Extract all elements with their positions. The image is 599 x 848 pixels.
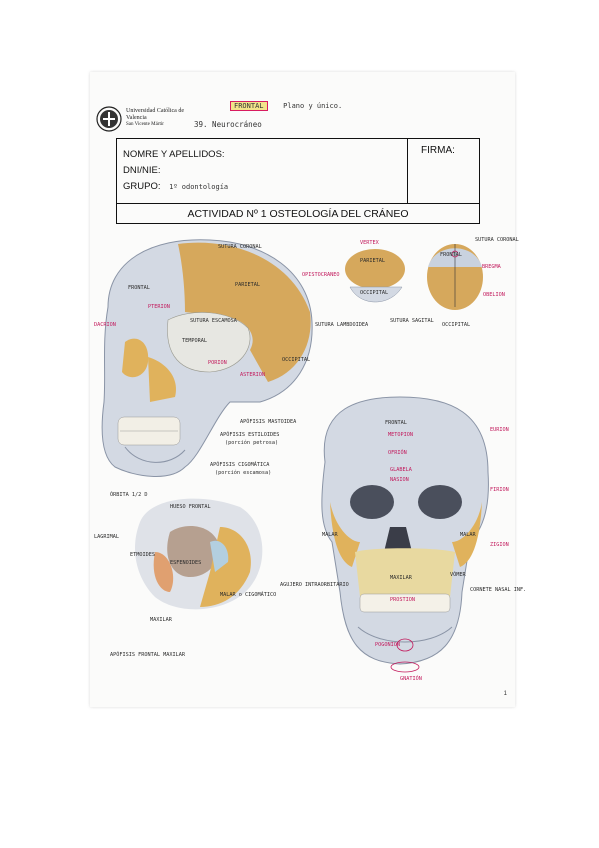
top-note-text: Plano y único. (283, 102, 343, 110)
frontal-skull-illustration (321, 396, 489, 673)
label-pterion: PTERION (148, 304, 170, 310)
label-lacrimal: LAGRIMAL (94, 534, 119, 540)
label-lambdoid-suture: SUTURA LAMBDOIDEA (315, 322, 369, 328)
worksheet-page: Universidad Católica de Valencia San Vic… (90, 72, 526, 707)
label-occipital-top: OCCIPITAL (360, 290, 389, 296)
university-name: Universidad Católica de Valencia San Vic… (126, 108, 186, 129)
label-mastoid-process: APÓFISIS MASTOIDEA (240, 419, 297, 425)
student-info-form: NOMRE Y APELLIDOS: DNI/NIE: GRUPO: 1º od… (116, 138, 480, 224)
label-zigion: ZIGION (490, 542, 509, 548)
label-firion: FIRION (490, 487, 509, 493)
university-title: Universidad Católica de Valencia (126, 108, 184, 121)
label-frontal-post: FRONTAL (440, 252, 462, 258)
dni-label: DNI/NIE: (123, 165, 161, 176)
label-malar-orbit: MALAR o CIGOMÁTICO (220, 592, 277, 598)
label-styloid-process: APÓFISIS ESTILOIDES (220, 432, 280, 438)
label-ofrion: OFRIÓN (388, 450, 407, 456)
label-malar-right: MALAR (460, 532, 476, 538)
label-frontal-bone-orbit: HUESO FRONTAL (170, 504, 211, 510)
label-coronal-suture-post: SUTURA CORONAL (475, 237, 519, 243)
label-glabela: GLABELA (390, 467, 412, 473)
name-label: NOMRE Y APELLIDOS: (123, 149, 225, 160)
label-occipital-lateral: OCCIPITAL (282, 357, 311, 363)
university-campus: San Vicente Mártir (126, 122, 164, 127)
group-label: GRUPO: 1º odontología (123, 181, 228, 192)
university-logo: Universidad Católica de Valencia San Vic… (96, 106, 186, 142)
label-zygomatic-process: APÓFISIS CIGOMÁTICA (210, 462, 270, 468)
skull-illustrations (101, 239, 489, 673)
label-sphenoid: ESFENOIDES (170, 560, 202, 566)
label-vomer: VÓMER (450, 572, 466, 578)
label-gnation: GNATIÓN (400, 676, 422, 682)
label-frontal-lateral: FRONTAL (128, 285, 150, 291)
label-sagittal-suture: SUTURA SAGITAL (390, 318, 434, 324)
label-frontal-process-maxilla: APÓFISIS FRONTAL MAXILAR (110, 652, 185, 658)
label-metopion: METOPION (388, 432, 413, 438)
label-temporal: TEMPORAL (182, 338, 207, 344)
label-inferior-nasal-concha: CORNETE NASAL INF. (470, 587, 527, 593)
label-ethmoid: ETMOIDES (130, 552, 155, 558)
form-info-row: NOMRE Y APELLIDOS: DNI/NIE: GRUPO: 1º od… (117, 139, 479, 204)
label-malar-left: MALAR (322, 532, 338, 538)
label-parietal-top: PARIETAL (360, 258, 385, 264)
label-asterion: ASTERION (240, 372, 265, 378)
label-porion: PORION (208, 360, 227, 366)
label-dacrion: DACRION (94, 322, 116, 328)
label-maxilla-orbit: MAXILAR (150, 617, 172, 623)
label-maxilla-front: MAXILAR (390, 575, 412, 581)
orbit-title: ÓRBITA 1/2 D (110, 492, 148, 498)
student-number: 39. Neurocráneo (194, 120, 262, 129)
top-note-boxed: FRONTAL (230, 101, 268, 111)
label-eurion: EURION (490, 427, 509, 433)
group-label-text: GRUPO: (123, 181, 161, 192)
label-squamous-suture: SUTURA ESCAMOSA (190, 318, 237, 324)
label-infraorbital-foramen: AGUJERO INTRAORBITARIO (280, 582, 349, 588)
university-seal-icon (96, 106, 122, 132)
orbit-illustration (135, 498, 263, 610)
label-prostion: PROSTION (390, 597, 415, 603)
signature-label: FIRMA: (421, 145, 455, 156)
superior-skull-illustration (345, 249, 405, 303)
label-frontal-front: FRONTAL (385, 420, 407, 426)
label-coronal-suture: SUTURA CORONAL (218, 244, 262, 250)
activity-title: ACTIVIDAD Nº 1 OSTEOLOGÍA DEL CRÁNEO (187, 208, 409, 220)
label-obelion: OBELION (483, 292, 505, 298)
label-nasion: NASION (390, 477, 409, 483)
lateral-skull-illustration (101, 239, 313, 477)
label-opistocraneo: OPISTOCRANEO (302, 272, 340, 278)
posterior-skull-illustration (427, 244, 483, 310)
label-bregma: BREGMA (482, 264, 501, 270)
label-petrous-portion: (porción petrosa) (225, 440, 279, 446)
label-parietal-lateral: PARIETAL (235, 282, 260, 288)
top-note: FRONTAL Plano y único. (230, 93, 342, 112)
form-name-cell: NOMRE Y APELLIDOS: DNI/NIE: GRUPO: 1º od… (117, 139, 408, 203)
label-occipital-post: OCCIPITAL (442, 322, 471, 328)
label-pogonion: POGONION (375, 642, 400, 648)
group-value: 1º odontología (169, 183, 229, 191)
page-number: 1 (503, 691, 507, 697)
label-vertex: VERTEX (360, 240, 379, 246)
label-squamous-portion: (porción escamosa) (215, 470, 272, 476)
